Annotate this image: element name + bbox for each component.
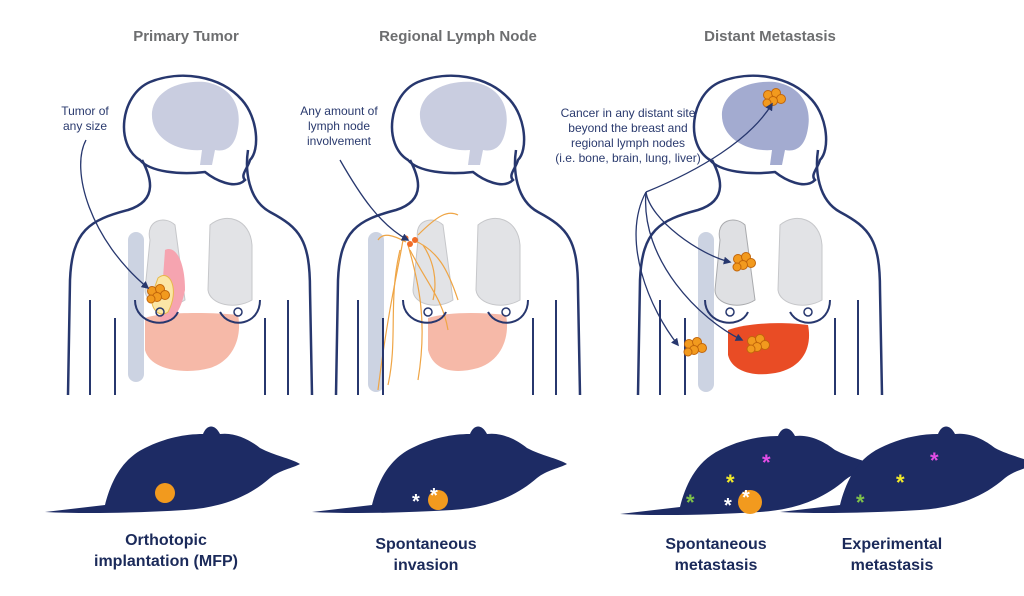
header-primary-tumor: Primary Tumor (133, 28, 239, 45)
caption-line: Spontaneous (375, 536, 477, 553)
annotation-line: any size (62, 119, 108, 133)
annotation-line: Cancer in any distant site (560, 106, 696, 120)
annotation-line: (i.e. bone, brain, lung, liver) (555, 151, 701, 165)
annotation-lymph-involvement: Any amount of lymph node involvement (284, 104, 394, 149)
annotation-distant-site: Cancer in any distant site beyond the br… (528, 106, 728, 166)
caption-line: Spontaneous (665, 536, 767, 553)
svg-text:*: * (896, 470, 905, 495)
svg-text:*: * (686, 490, 695, 515)
caption-line: metastasis (850, 557, 934, 574)
mouse-orthotopic (45, 426, 300, 514)
svg-text:*: * (412, 491, 420, 513)
tumor-dot (155, 483, 175, 503)
svg-text:*: * (856, 490, 865, 515)
caption-line: invasion (393, 557, 459, 574)
svg-text:*: * (726, 470, 735, 495)
annotation-line: lymph node (307, 119, 371, 133)
svg-text:*: * (762, 450, 771, 475)
annotation-line: regional lymph nodes (570, 136, 686, 150)
caption-orthotopic-implantation: Orthotopic implantation (MFP) (56, 530, 276, 572)
svg-text:*: * (430, 485, 438, 507)
figure-regional-lymph-node (334, 74, 582, 397)
caption-line: metastasis (674, 557, 758, 574)
annotation-line: beyond the breast and (568, 121, 688, 135)
figure-primary-tumor (66, 74, 314, 397)
annotation-line: Tumor of (61, 104, 109, 118)
mouse-spontaneous-invasion: * * (312, 426, 567, 514)
caption-line: implantation (MFP) (94, 553, 238, 570)
svg-text:*: * (930, 448, 939, 473)
header-distant-metastasis: Distant Metastasis (704, 28, 836, 45)
caption-experimental-metastasis: Experimental metastasis (782, 534, 1002, 576)
svg-text:*: * (724, 495, 732, 517)
annotation-line: involvement (306, 134, 372, 148)
caption-spontaneous-metastasis: Spontaneous metastasis (606, 534, 826, 576)
header-regional-lymph-node: Regional Lymph Node (379, 28, 537, 45)
caption-line: Orthotopic (125, 532, 207, 549)
mouse-experimental-metastasis: * * * (780, 426, 1024, 515)
caption-line: Experimental (841, 536, 943, 553)
annotation-line: Any amount of (300, 104, 378, 118)
annotation-tumor-size: Tumor of any size (40, 104, 130, 134)
svg-text:*: * (742, 487, 750, 509)
caption-spontaneous-invasion: Spontaneous invasion (316, 534, 536, 576)
mouse-spontaneous-metastasis: * * * * * (620, 428, 875, 517)
annotation-arrows (80, 102, 773, 347)
figure-distant-metastasis (636, 74, 884, 397)
